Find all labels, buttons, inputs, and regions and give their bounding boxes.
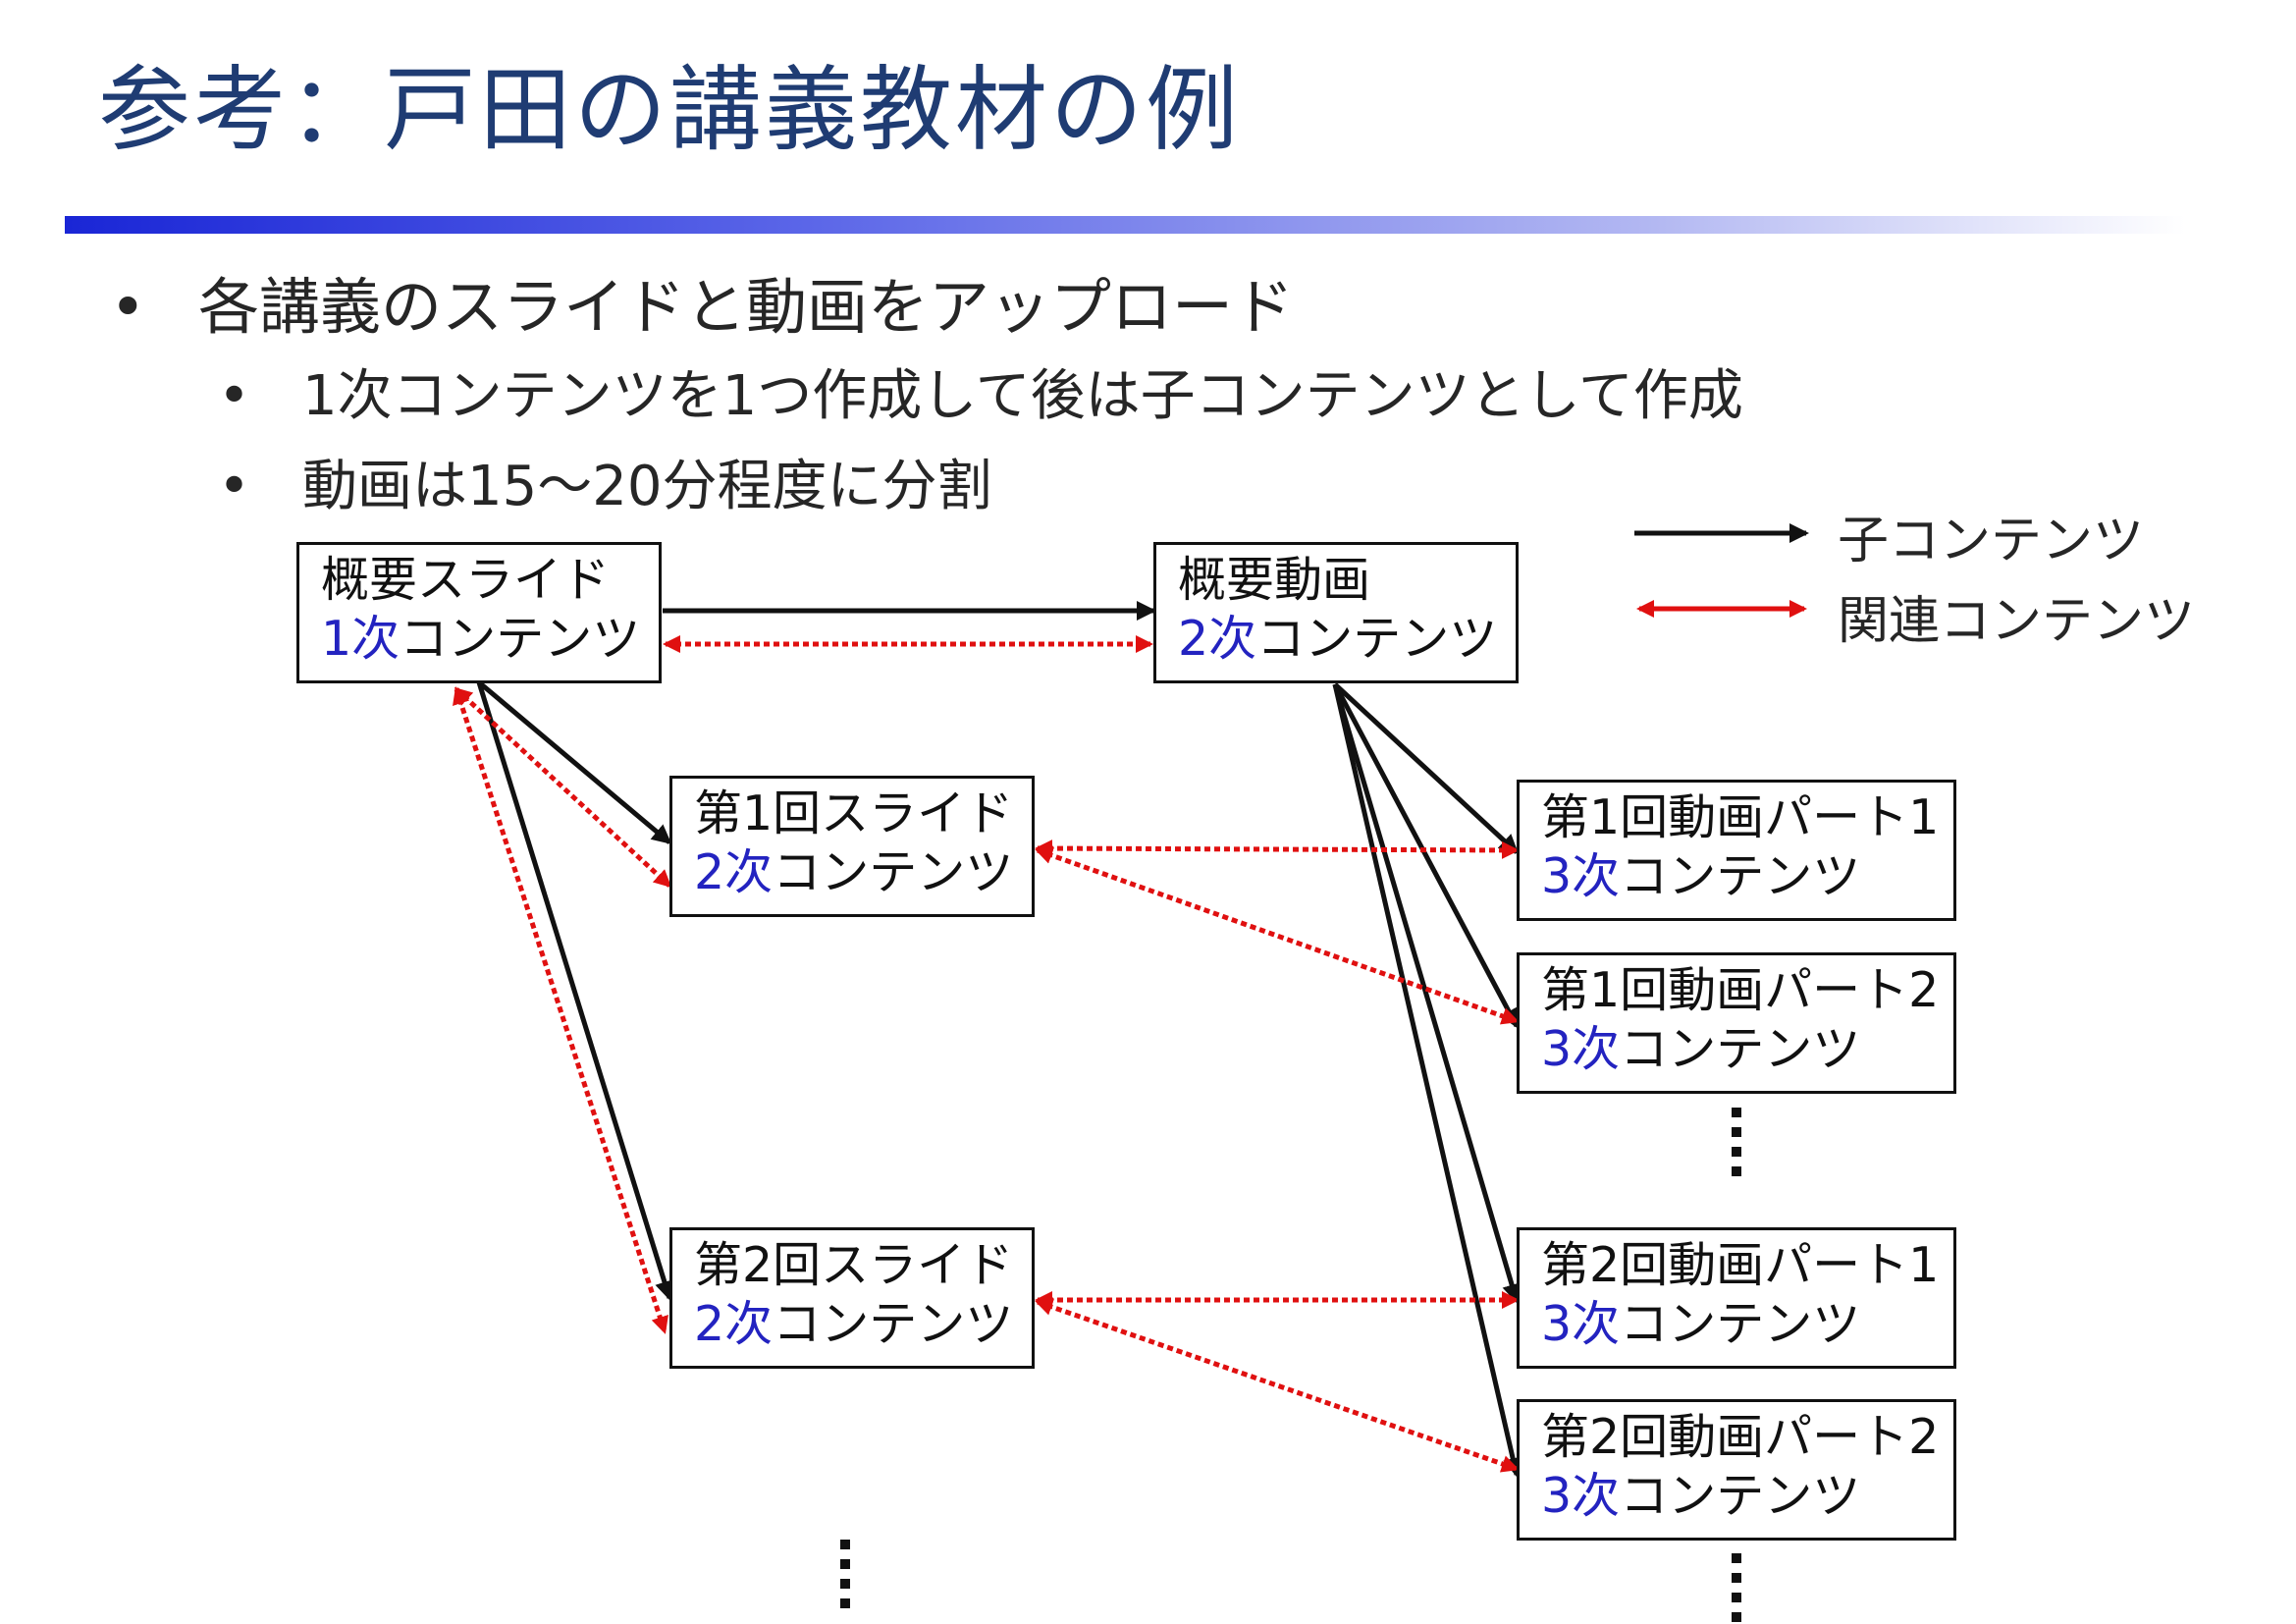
bullet-sub-1-text: 1次コンテンツを1つ作成して後は子コンテンツとして作成 <box>302 364 1743 428</box>
edge-child-overview-video-to-video1-1 <box>1333 682 1520 855</box>
edge-child-overview-video-to-video2-2 <box>1332 683 1522 1478</box>
node-suffix: コンテンツ <box>1620 848 1861 904</box>
node-video2-1: 第2回動画パート1 3次コンテンツ <box>1517 1227 1956 1369</box>
node-overview-slide: 概要スライド 1次コンテンツ <box>296 542 662 683</box>
node-ordinal: 3次 <box>1541 1296 1621 1352</box>
edge-related-slide1-video1-2 <box>1035 846 1520 1025</box>
node-name: 第2回動画パート2 <box>1541 1409 1940 1465</box>
title-divider <box>65 216 2185 234</box>
vertical-ellipsis-icon <box>1732 1108 1741 1176</box>
bullet-icon: • <box>218 455 251 518</box>
bullet-main-text: 各講義のスライドと動画をアップロード <box>198 271 1295 343</box>
legend-child-label: 子コンテンツ <box>1838 512 2145 570</box>
bullet-sub-2-text: 動画は15〜20分程度に分割 <box>302 455 992 518</box>
bullet-icon: • <box>110 271 146 343</box>
edge-child-overview-slide-to-slide1 <box>477 680 672 844</box>
node-name: 概要スライド <box>321 552 611 608</box>
node-ordinal: 2次 <box>1178 611 1257 667</box>
page-title: 参考：戸田の講義教材の例 <box>98 57 1242 164</box>
bullet-sub-1: • 1次コンテンツを1つ作成して後は子コンテンツとして作成 <box>218 352 1743 431</box>
node-suffix: コンテンツ <box>773 844 1014 900</box>
node-name: 第1回動画パート1 <box>1541 789 1940 845</box>
node-video1-1: 第1回動画パート1 3次コンテンツ <box>1517 780 1956 921</box>
node-slide2: 第2回スライド 2次コンテンツ <box>669 1227 1035 1369</box>
edge-child-overview-video-to-video2-1 <box>1332 683 1522 1304</box>
node-ordinal: 3次 <box>1541 1021 1621 1077</box>
node-name: 第2回スライド <box>694 1237 1014 1293</box>
vertical-ellipsis-icon <box>1732 1553 1741 1622</box>
node-suffix: コンテンツ <box>1256 611 1498 667</box>
node-suffix: コンテンツ <box>400 611 641 667</box>
bullet-icon: • <box>218 364 251 428</box>
node-name: 第1回動画パート2 <box>1541 962 1940 1018</box>
node-suffix: コンテンツ <box>1620 1021 1861 1077</box>
edge-related-slide1-video1-1 <box>1035 839 1520 859</box>
node-ordinal: 1次 <box>321 611 400 667</box>
node-ordinal: 2次 <box>694 844 774 900</box>
node-video1-2: 第1回動画パート2 3次コンテンツ <box>1517 952 1956 1094</box>
node-suffix: コンテンツ <box>773 1296 1014 1352</box>
legend-related-label: 関連コンテンツ <box>1838 592 2196 651</box>
bullet-sub-2: • 動画は15〜20分程度に分割 <box>218 442 992 521</box>
node-name: 第1回スライド <box>694 785 1014 841</box>
edge-related-slide2-video2-2 <box>1035 1298 1520 1473</box>
node-slide1: 第1回スライド 2次コンテンツ <box>669 776 1035 917</box>
node-name: 第2回動画パート1 <box>1541 1237 1940 1293</box>
node-name: 概要動画 <box>1178 552 1371 608</box>
node-suffix: コンテンツ <box>1620 1468 1861 1524</box>
node-ordinal: 2次 <box>694 1296 774 1352</box>
bullet-main: • 各講義のスライドと動画をアップロード <box>110 257 1294 346</box>
edge-child-overview-video-to-video1-2 <box>1332 682 1520 1029</box>
edge-child-overview-slide-to-slide2 <box>476 681 674 1301</box>
node-overview-video: 概要動画 2次コンテンツ <box>1153 542 1519 683</box>
node-ordinal: 3次 <box>1541 1468 1621 1524</box>
node-suffix: コンテンツ <box>1620 1296 1861 1352</box>
edge-related-overview-slide-slide2 <box>453 686 668 1334</box>
node-video2-2: 第2回動画パート2 3次コンテンツ <box>1517 1399 1956 1541</box>
node-ordinal: 3次 <box>1541 848 1621 904</box>
vertical-ellipsis-icon <box>840 1540 850 1608</box>
